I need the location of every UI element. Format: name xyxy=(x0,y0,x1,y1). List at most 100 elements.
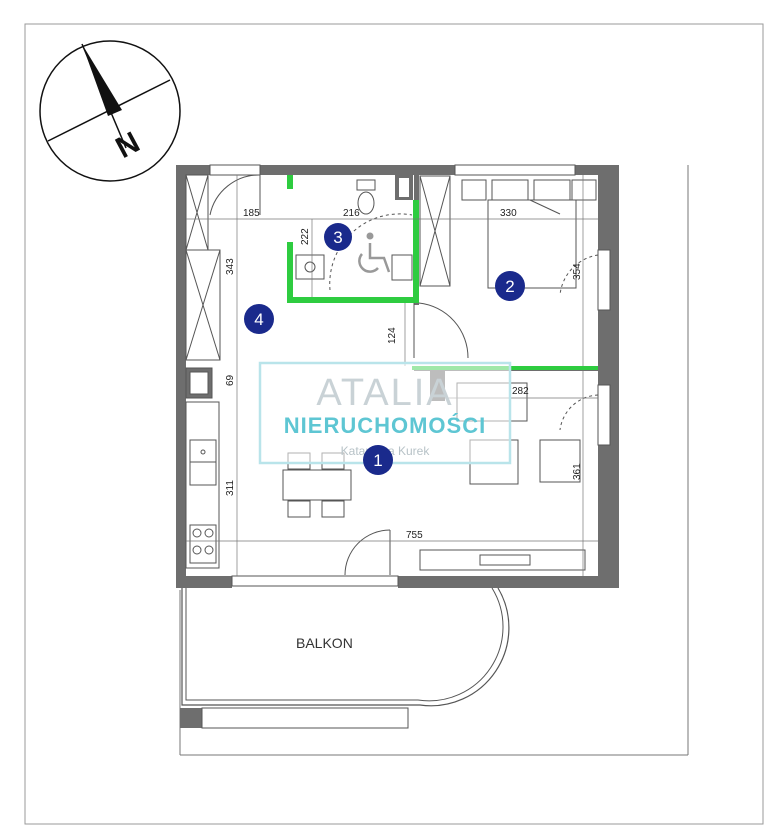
room-badge-1-circle xyxy=(363,445,393,475)
dim-354: 354 xyxy=(572,263,583,280)
room-badge-1: 1 xyxy=(363,445,393,475)
wall-top xyxy=(176,165,619,175)
bathroom-door xyxy=(413,302,469,359)
compass-needle-line xyxy=(81,43,127,149)
balcony-railing-inner xyxy=(185,587,504,702)
dim-343: 343 xyxy=(225,258,236,275)
dim-282: 282 xyxy=(512,386,529,397)
hob-ring-1 xyxy=(192,528,202,538)
bed-pillow-right xyxy=(533,179,571,201)
windows xyxy=(209,164,611,587)
watermark: ATALIA NIERUCHOMOŚCI Katarzyna Kurek xyxy=(258,361,512,465)
bed xyxy=(487,199,577,289)
dim-124: 124 xyxy=(387,327,398,344)
watermark-top: ATALIA xyxy=(316,372,453,414)
room-badge-3-circle xyxy=(324,223,352,251)
room-badges: 3 2 4 1 xyxy=(244,223,525,475)
wardrobe-bedroom-cross-b xyxy=(419,175,451,287)
room-badge-4: 4 xyxy=(244,304,274,334)
window-bottom xyxy=(231,575,399,587)
hob-ring-3 xyxy=(192,545,202,555)
room-badge-3-number: 3 xyxy=(333,228,342,247)
bathroom-door-arc xyxy=(418,302,469,359)
wheelchair-head xyxy=(366,232,374,240)
green-wall-top-stub xyxy=(287,175,293,189)
kitchen-counter xyxy=(185,401,220,569)
wheelchair-wheel xyxy=(358,253,379,273)
watermark-frame xyxy=(258,361,512,465)
wardrobe-hall xyxy=(185,174,221,361)
north-arrow-icon xyxy=(82,44,122,116)
balcony: BALKON xyxy=(180,587,510,729)
window-right-upper xyxy=(597,249,611,311)
wardrobe-hall-cross-b xyxy=(185,249,221,361)
bedroom-furniture xyxy=(419,175,597,289)
bed-pillow-left xyxy=(491,179,529,201)
window-right-lower xyxy=(597,384,611,446)
chair-3 xyxy=(287,500,311,518)
bed-cover-fold xyxy=(529,199,561,215)
balcony-door xyxy=(344,529,391,576)
dim-330: 330 xyxy=(500,208,517,219)
room-badge-2-circle xyxy=(495,271,525,301)
shaft-inner xyxy=(399,178,409,197)
kitchen-shaft-inner xyxy=(189,371,209,395)
hob-ring-4 xyxy=(204,545,214,555)
compass-label: N xyxy=(110,126,145,165)
chair-4 xyxy=(321,500,345,518)
balcony-slab xyxy=(201,707,409,729)
nightstand-left xyxy=(461,179,487,201)
dim-755: 755 xyxy=(406,530,423,541)
entry-door xyxy=(209,174,261,216)
balcony-label: BALKON xyxy=(296,635,353,651)
room-badge-4-number: 4 xyxy=(254,310,263,329)
wall-bottom-right xyxy=(398,576,619,588)
wall-left xyxy=(176,165,186,588)
toilet-bowl xyxy=(357,191,375,215)
kitchen xyxy=(185,367,220,569)
balcony-railing xyxy=(181,587,510,707)
dim-185: 185 xyxy=(243,208,260,219)
dimension-lines xyxy=(186,175,598,576)
wall-bottom-left xyxy=(176,576,232,588)
dim-222: 222 xyxy=(300,228,311,245)
tv-cabinet xyxy=(419,549,586,571)
kitchen-sink-drain xyxy=(200,449,206,455)
wardrobe-hall-top-cross-b xyxy=(185,174,209,251)
bedroom-window-swing xyxy=(559,254,599,296)
room-badge-4-circle xyxy=(244,304,274,334)
nightstand-right xyxy=(571,179,597,201)
dim-361: 361 xyxy=(572,463,583,480)
dining-table xyxy=(282,469,352,501)
hob-ring-2 xyxy=(204,528,214,538)
dimension-texts: 185 216 330 222 343 354 124 69 282 311 3… xyxy=(225,208,583,541)
compass-circle xyxy=(39,40,181,182)
entry-door-arc xyxy=(209,174,261,216)
balcony-slab-dark xyxy=(180,708,202,728)
window-top-right xyxy=(454,164,576,176)
wall-right xyxy=(598,165,619,588)
living-window-arc xyxy=(559,394,599,431)
sink-drain xyxy=(304,261,316,273)
room-badge-2-number: 2 xyxy=(505,277,514,296)
shower-seat xyxy=(391,254,413,281)
watermark-middle: NIERUCHOMOŚCI xyxy=(284,413,486,438)
green-wall-left xyxy=(287,242,293,302)
dim-311: 311 xyxy=(225,480,236,496)
tv-cabinet-inner xyxy=(479,554,531,566)
dim-216: 216 xyxy=(343,208,360,219)
compass: N xyxy=(39,40,181,182)
dim-69: 69 xyxy=(225,374,236,386)
toilet-tank xyxy=(356,179,376,191)
wardrobe-bedroom xyxy=(419,175,451,287)
kitchen-hob xyxy=(189,524,217,564)
page-frame xyxy=(24,23,764,825)
room-badge-2: 2 xyxy=(495,271,525,301)
armchair xyxy=(539,439,581,483)
bathroom-fixtures xyxy=(295,179,413,291)
wardrobe-hall-top xyxy=(185,174,209,251)
wheelchair-icon xyxy=(358,232,391,273)
green-wall-bottom xyxy=(287,297,419,303)
window-top-left xyxy=(209,164,261,176)
